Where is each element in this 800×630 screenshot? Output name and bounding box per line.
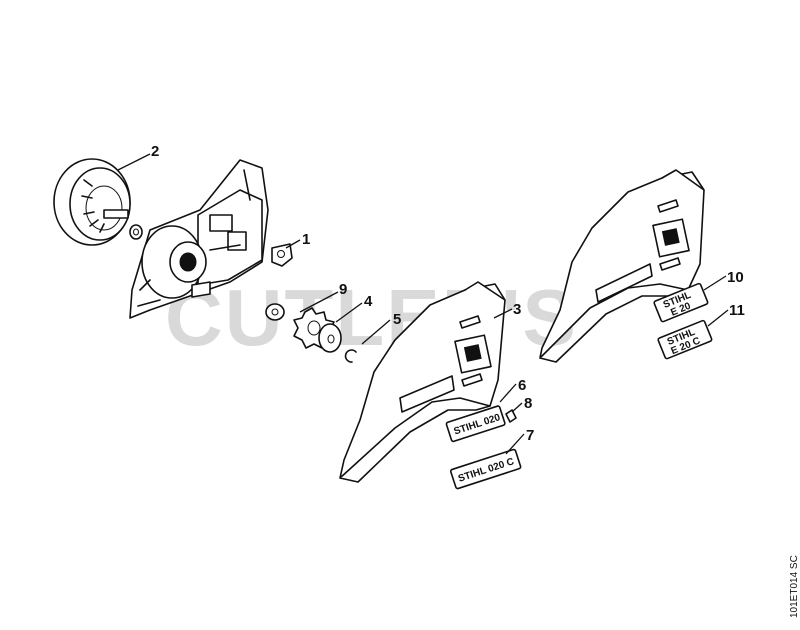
screw-part	[505, 409, 517, 423]
drawing-code: 101ET014 SC	[789, 555, 800, 618]
name-plate-11: STIHL E 20 C	[657, 319, 713, 360]
leader-lines	[117, 153, 729, 455]
leader-2	[117, 153, 151, 171]
callout-6: 6	[518, 377, 526, 394]
leader-9	[299, 291, 339, 313]
sprocket-cover-front-part	[339, 281, 506, 483]
spring-clip-part	[271, 243, 293, 267]
callout-11: 11	[729, 302, 745, 319]
callout-7: 7	[526, 427, 534, 444]
leader-5	[361, 319, 391, 345]
callout-8: 8	[524, 395, 532, 412]
leader-11	[707, 309, 729, 327]
leader-10	[703, 275, 727, 291]
clutch-drum-part	[53, 158, 143, 246]
callout-4: 4	[364, 293, 373, 310]
sprocket-housing-part	[129, 159, 269, 319]
callout-1: 1	[302, 231, 310, 248]
callout-9: 9	[339, 281, 347, 298]
callout-5: 5	[393, 311, 401, 328]
leader-1	[285, 239, 301, 249]
washer-part	[265, 303, 285, 321]
watermark: CUTLER'S	[165, 273, 578, 362]
callout-2: 2	[151, 143, 159, 160]
leader-4	[335, 302, 363, 323]
leader-7	[505, 433, 525, 455]
leader-8	[511, 402, 523, 413]
name-plate-7: STIHL 020 C	[449, 448, 522, 490]
rim-washer-part	[318, 323, 342, 353]
callout-10: 10	[727, 269, 744, 286]
sprocket-cover-rear-part	[539, 169, 705, 363]
leader-6	[499, 383, 517, 403]
e-clip-part	[344, 349, 357, 363]
leader-3	[493, 308, 513, 319]
callout-3: 3	[513, 301, 521, 318]
